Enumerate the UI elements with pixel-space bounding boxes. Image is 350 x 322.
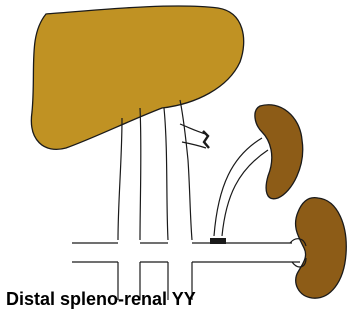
splenic-vein-inner bbox=[222, 150, 268, 236]
portal-vein-wall bbox=[140, 108, 141, 240]
vena-cava-left-wall bbox=[164, 108, 168, 240]
spleen bbox=[255, 105, 303, 199]
hepatic-vein-stub bbox=[180, 124, 206, 134]
ligature bbox=[203, 131, 209, 148]
anastomosis bbox=[210, 238, 226, 244]
liver bbox=[31, 6, 243, 149]
kidney bbox=[296, 198, 347, 299]
vena-cava-right-wall bbox=[180, 100, 192, 240]
portal-vein bbox=[118, 118, 122, 240]
hepatic-vein-stub-lower bbox=[182, 142, 206, 148]
splenic-vein-outer bbox=[214, 138, 262, 236]
diagram-caption: Distal spleno-renal YY bbox=[6, 289, 196, 310]
